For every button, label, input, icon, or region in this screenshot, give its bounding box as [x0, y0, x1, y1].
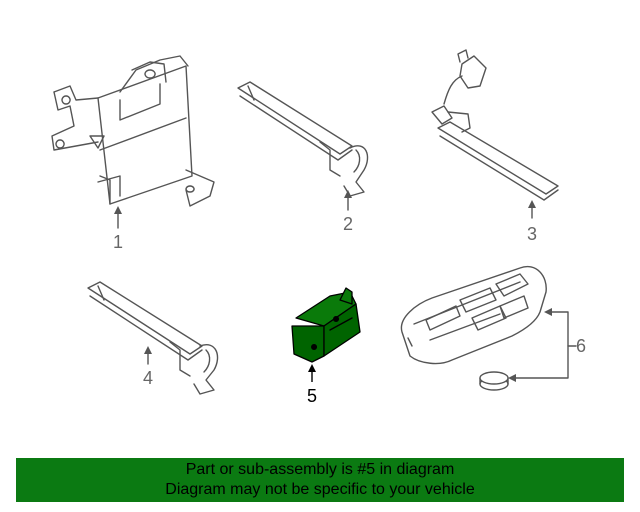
part-4-antenna[interactable]: [87, 281, 219, 395]
part-3-antenna[interactable]: [431, 49, 559, 201]
callout-1-label: 1: [113, 232, 123, 252]
callout-3-arrow: [528, 200, 536, 219]
callout-5-label: 5: [307, 386, 317, 406]
part-6-battery[interactable]: [479, 371, 509, 391]
callout-2-arrow: [344, 190, 352, 211]
callout-4-label: 4: [143, 368, 153, 388]
part-2-antenna[interactable]: [237, 81, 369, 197]
part-1-control-module[interactable]: [51, 55, 215, 207]
callout-3-label: 3: [527, 224, 537, 244]
info-banner: Part or sub-assembly is #5 in diagram Di…: [16, 458, 624, 502]
callout-6-label: 6: [576, 336, 586, 356]
part-6-key-fob[interactable]: [400, 265, 547, 365]
callout-4-arrow: [144, 346, 152, 365]
callout-2-label: 2: [343, 214, 353, 234]
callout-6-bracket: [508, 308, 577, 382]
banner-line-1: Part or sub-assembly is #5 in diagram: [185, 461, 455, 478]
callout-1-arrow: [114, 206, 122, 229]
part-5-sensor-highlighted[interactable]: [291, 287, 361, 363]
banner-line-2: Diagram may not be specific to your vehi…: [165, 481, 475, 498]
callout-5-arrow: [308, 364, 316, 382]
